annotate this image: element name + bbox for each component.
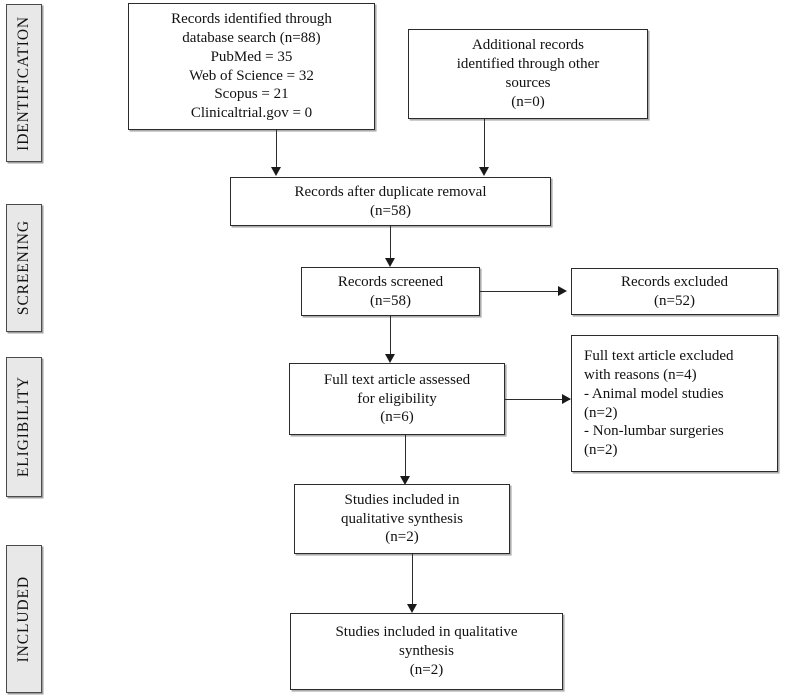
box-records-identified-text: Records identified through database sear… (171, 10, 332, 122)
box-additional-records: Additional records identified through ot… (408, 29, 648, 119)
box-qualitative-synthesis-1-text: Studies included in qualitative synthesi… (340, 491, 464, 546)
stage-label-identification-text: IDENTIFICATION (15, 15, 32, 151)
stage-label-included-text: INCLUDED (15, 575, 32, 663)
box-full-text-assessed: Full text article assessed for eligibili… (289, 363, 505, 435)
arrow-fulltext-to-synthesis1 (400, 476, 410, 485)
box-records-screened: Records screened (n=58) (301, 267, 480, 316)
box-qualitative-synthesis-2: Studies included in qualitative synthesi… (290, 613, 563, 690)
box-records-identified: Records identified through database sear… (128, 3, 375, 130)
box-qualitative-synthesis-1: Studies included in qualitative synthesi… (294, 484, 510, 554)
connector-fulltext-to-synthesis1 (405, 435, 407, 478)
connector-screened-to-fulltext (390, 316, 392, 356)
box-additional-records-text: Additional records identified through ot… (456, 37, 600, 110)
box-records-excluded: Records excluded (n=52) (571, 268, 778, 315)
box-full-text-excluded: Full text article excluded with reasons … (571, 335, 778, 472)
arrow-screened-to-fulltext (385, 354, 395, 363)
box-records-after-duplicate-removal-text: Records after duplicate removal (n=58) (294, 183, 487, 219)
box-records-excluded-text: Records excluded (n=52) (620, 273, 729, 309)
arrow-additional-to-duplicates (479, 167, 489, 176)
connector-screened-to-excluded (480, 291, 561, 293)
connector-additional-to-duplicates (484, 119, 486, 169)
stage-label-screening: SCREENING (6, 204, 42, 332)
arrow-identified-to-duplicates (271, 167, 281, 176)
arrow-fulltext-to-excluded (562, 394, 571, 404)
stage-label-included: INCLUDED (6, 545, 42, 693)
connector-fulltext-to-excluded (505, 399, 570, 401)
box-records-screened-text: Records screened (n=58) (337, 273, 444, 309)
arrow-duplicates-to-screened (385, 258, 395, 267)
connector-synthesis1-to-synthesis2 (412, 554, 414, 606)
stage-label-identification: IDENTIFICATION (6, 4, 42, 162)
stage-label-screening-text: SCREENING (15, 220, 32, 316)
connector-identified-to-duplicates (276, 130, 278, 169)
arrow-screened-to-excluded (558, 286, 567, 296)
connector-duplicates-to-screened (390, 226, 392, 260)
box-records-after-duplicate-removal: Records after duplicate removal (n=58) (230, 177, 551, 226)
stage-label-eligibility: ELIGIBILITY (6, 357, 42, 497)
box-qualitative-synthesis-2-text: Studies included in qualitative synthesi… (335, 624, 518, 678)
box-full-text-excluded-text: Full text article excluded with reasons … (584, 347, 734, 459)
stage-label-eligibility-text: ELIGIBILITY (15, 376, 32, 478)
arrow-synthesis1-to-synthesis2 (407, 604, 417, 613)
box-full-text-assessed-text: Full text article assessed for eligibili… (323, 371, 471, 426)
